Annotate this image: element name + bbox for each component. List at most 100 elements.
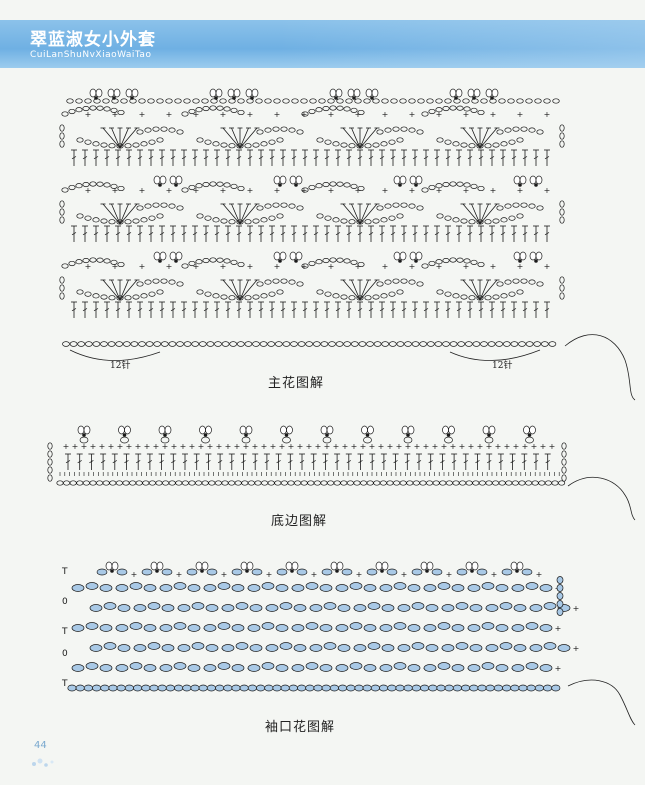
chain-stitch-symbol (350, 259, 358, 265)
sc-stitch-symbol: + (193, 110, 200, 119)
chain-stitch-symbol (84, 139, 92, 145)
fan-stitch-symbol (351, 279, 361, 301)
chain-stitch-symbol (498, 480, 506, 486)
dc-slash-symbol (544, 232, 550, 236)
chain-stitch-symbol (356, 295, 364, 301)
chain-stitch-symbol (512, 202, 520, 208)
puff-stitch-symbol (326, 425, 334, 435)
chain-stitch-symbol (316, 289, 324, 295)
chain-stitch-symbol (273, 98, 281, 104)
dc-slash-symbol (467, 232, 473, 236)
chain-stitch-symbol (276, 289, 284, 295)
chain-stitch-symbol (432, 480, 440, 486)
chain-stitch-symbol (328, 341, 336, 347)
chain-stitch-symbol (496, 129, 504, 135)
dc-slash-symbol (65, 460, 71, 464)
chain-stitch-symbol (235, 602, 249, 610)
chain-stitch-symbol (208, 480, 216, 486)
puff-base-symbol (334, 96, 338, 100)
chain-stitch-symbol (476, 143, 484, 149)
chain-stitch-symbol (195, 107, 203, 113)
sc-stitch-symbol: + (544, 186, 551, 195)
fan-stitch-symbol (471, 127, 481, 149)
sc-stitch-symbol: + (274, 186, 281, 195)
sc-stitch-symbol: + (555, 624, 562, 633)
chain-stitch-symbol (335, 341, 344, 347)
chain-stitch-symbol (327, 98, 335, 104)
chain-stitch-symbol (363, 98, 371, 104)
chain-stitch-symbol (425, 644, 439, 652)
chain-stitch-symbol (308, 108, 316, 115)
chain-stitch-symbol (279, 642, 293, 650)
chain-stitch-symbol (129, 98, 137, 104)
chain-stitch-symbol (426, 341, 435, 347)
chain-stitch-symbol (47, 442, 53, 450)
chain-stitch-symbol (559, 132, 565, 140)
dc-slash-symbol (533, 232, 539, 236)
chain-stitch-symbol (103, 642, 117, 650)
dc-slash-symbol (137, 232, 143, 236)
dc-slash-symbol (445, 232, 451, 236)
chain-stitch-symbol (89, 181, 97, 187)
chain-stitch-symbol (340, 294, 348, 300)
chain-stitch-symbol (287, 480, 295, 486)
chain-stitch-symbol (159, 584, 173, 592)
chain-stitch-symbol (392, 126, 400, 132)
puff-base-symbol (414, 183, 418, 187)
chain-stitch-symbol (484, 143, 492, 149)
fan-stitch-symbol (111, 279, 121, 301)
chain-stitch-symbol (508, 139, 516, 145)
chain-stitch-symbol (471, 98, 479, 104)
dc-slash-symbol (500, 232, 506, 236)
chain-stitch-symbol (444, 291, 452, 297)
chain-stitch-symbol (84, 98, 92, 104)
chain-stitch-symbol (267, 480, 275, 486)
chain-stitch-symbol (280, 278, 288, 284)
chain-stitch-symbol (386, 568, 398, 576)
puff-base-symbol (398, 183, 402, 187)
dc-slash-symbol (159, 232, 165, 236)
fan-stitch-symbol (102, 279, 121, 301)
chain-stitch-symbol (420, 684, 430, 692)
dc-slash-symbol (522, 308, 528, 312)
chain-stitch-symbol (556, 584, 564, 592)
puff-base-symbol (158, 259, 162, 263)
dc-slash-symbol (159, 460, 164, 464)
chain-stitch-symbol (423, 624, 437, 632)
chain-stitch-symbol (492, 218, 500, 224)
chain-stitch-symbol (407, 624, 421, 632)
dc-slash-symbol (203, 156, 209, 160)
chain-stitch-symbol (117, 644, 131, 652)
dc-slash-symbol (126, 308, 132, 312)
chain-stitch-symbol (484, 295, 492, 301)
puff-stitch-symbol (329, 88, 337, 98)
puff-stitch-symbol (246, 561, 254, 571)
puff-base-symbol (406, 433, 410, 437)
chain-stitch-symbol (100, 341, 108, 347)
chain-stitch-symbol (399, 98, 407, 104)
chain-stitch-symbol (229, 341, 238, 347)
picot-symbol (201, 436, 210, 444)
header-title: 翠蓝淑女小外套 (30, 30, 156, 50)
chain-stitch-symbol (204, 139, 212, 145)
chain-stitch-symbol (453, 98, 461, 104)
chain-stitch-symbol (301, 111, 309, 117)
chain-stitch-symbol (397, 604, 411, 612)
chain-stitch-symbol (366, 568, 378, 576)
chain-stitch-symbol (272, 126, 280, 132)
puff-base-symbol (470, 569, 474, 573)
chain-stitch-symbol (275, 664, 289, 672)
chain-stitch-symbol (307, 480, 315, 486)
chain-stitch-symbol (400, 278, 408, 284)
puff-base-symbol (278, 183, 282, 187)
chain-stitch-symbol (149, 684, 159, 692)
chain-stitch-symbol (305, 622, 319, 630)
sc-stitch-symbol: + (220, 110, 227, 119)
dc-slash-symbol (302, 156, 308, 160)
puff-base-symbol (518, 183, 522, 187)
chain-stitch-symbol (495, 584, 509, 592)
dc-slash-symbol (544, 156, 550, 160)
chain-stitch-symbol (56, 480, 64, 486)
chain-stitch-symbol (148, 139, 156, 145)
puff-stitch-symbol (118, 425, 125, 435)
